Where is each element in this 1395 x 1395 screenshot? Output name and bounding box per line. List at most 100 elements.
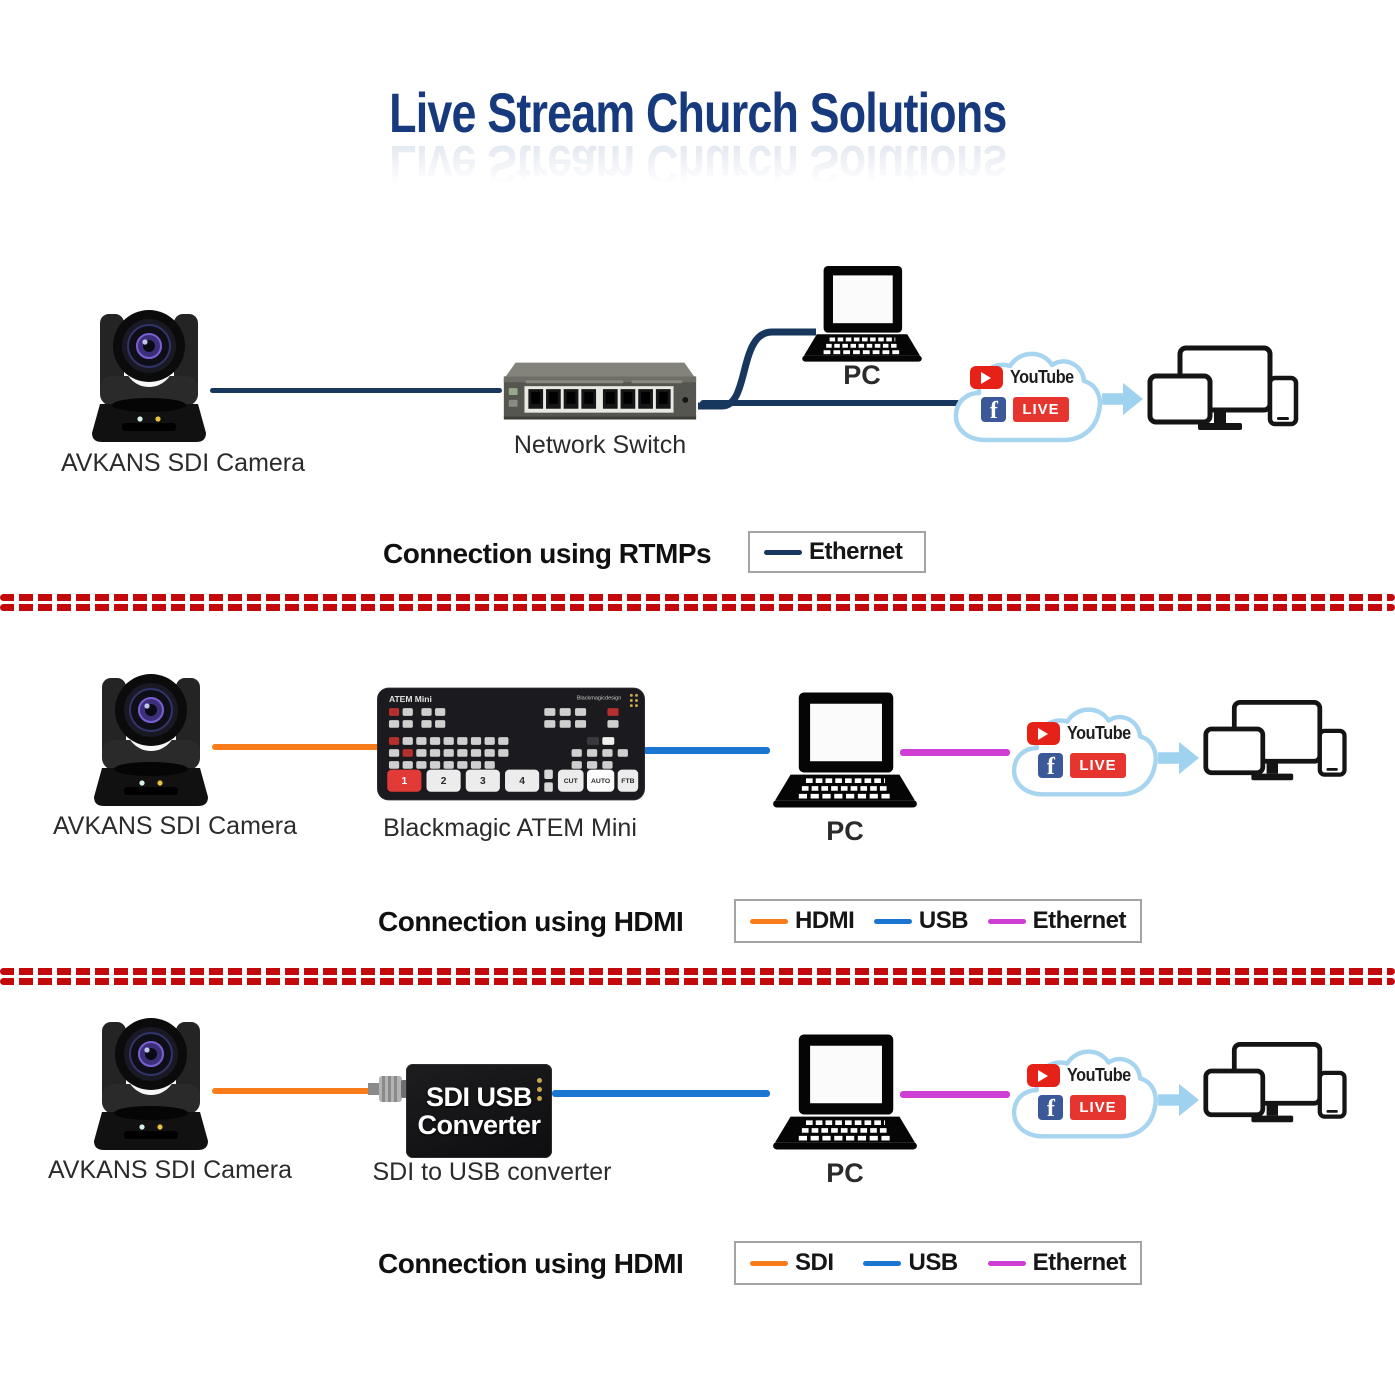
youtube-play-icon <box>1026 722 1060 745</box>
converter-text-line1: SDI USB <box>425 1081 533 1112</box>
hdmi-line <box>212 744 380 750</box>
atem-input-3: 3 <box>480 776 486 787</box>
section-divider <box>0 594 1395 611</box>
legend-swatch <box>764 549 802 555</box>
atem-brand: Blackmagicdesign <box>577 696 622 702</box>
section-divider <box>0 968 1395 985</box>
converter-led <box>537 1087 542 1092</box>
page-title-reflection: Live Stream Church Solutions <box>388 134 1007 197</box>
pc-laptop-icon <box>768 690 922 814</box>
youtube-logo: YouTube <box>1026 722 1138 745</box>
youtube-wordmark: YouTube <box>1066 723 1131 743</box>
pc-label: PC <box>826 816 864 846</box>
page-title-text: Live Stream Church Solutions <box>388 81 1007 144</box>
legend-swatch <box>863 1260 902 1266</box>
youtube-logo: YouTube <box>1026 1064 1138 1087</box>
converter-text-line2: Converter <box>417 1110 541 1140</box>
facebook-f-icon: f <box>981 397 1007 422</box>
streaming-cloud: YouTube f LIVE <box>1006 1038 1158 1156</box>
section-heading: Connection using HDMI <box>378 1248 684 1279</box>
legend-label: SDI <box>795 1249 834 1276</box>
atem-input-4: 4 <box>519 776 525 787</box>
pc-laptop-icon <box>798 264 926 367</box>
legend-item: USB <box>873 907 969 935</box>
youtube-play-icon <box>1026 1064 1060 1087</box>
ethernet-line <box>700 400 960 406</box>
facebook-live-logo: f LIVE <box>1038 1095 1126 1120</box>
atem-label: Blackmagic ATEM Mini <box>383 814 637 842</box>
ptz-camera-icon <box>84 302 214 447</box>
section-heading: Connection using RTMPs <box>383 538 712 569</box>
usb-line <box>552 1090 770 1097</box>
legend-label: USB <box>918 907 969 934</box>
network-switch-label: Network Switch <box>513 431 687 459</box>
section-heading: Connection using HDMI <box>378 906 684 937</box>
viewer-devices-icon <box>1202 698 1354 798</box>
ethernet-curve-line <box>698 328 816 410</box>
converter-led <box>537 1078 542 1083</box>
camera-label: AVKANS SDI Camera <box>60 449 306 477</box>
atem-cut-button: CUT <box>564 778 579 785</box>
legend-swatch <box>750 1260 788 1266</box>
sdi-usb-converter-icon: SDI USB Converter <box>406 1064 552 1158</box>
legend-item: USB <box>863 1249 958 1277</box>
ethernet-magenta-line <box>900 1091 1010 1098</box>
viewer-devices-icon <box>1202 1040 1354 1140</box>
legend-item: Ethernet <box>987 1249 1127 1277</box>
legend-label: Ethernet <box>809 538 903 565</box>
sdi-line <box>212 1088 372 1094</box>
streaming-cloud: YouTube f LIVE <box>948 340 1102 460</box>
pc-label: PC <box>843 360 881 390</box>
right-arrow-icon <box>1158 739 1200 777</box>
camera-label: AVKANS SDI Camera <box>52 812 298 840</box>
atem-input-2: 2 <box>441 776 447 787</box>
youtube-logo: YouTube <box>969 366 1081 389</box>
legend-box: HDMI USB Ethernet <box>734 899 1142 943</box>
streaming-cloud: YouTube f LIVE <box>1006 696 1158 814</box>
pc-laptop-icon <box>768 1032 922 1156</box>
legend-swatch <box>987 918 1026 924</box>
atem-ftb-button: FTB <box>621 778 634 785</box>
live-badge: LIVE <box>1013 397 1069 422</box>
legend-swatch <box>873 918 912 924</box>
usb-line <box>643 747 770 754</box>
legend-label: Ethernet <box>1032 907 1127 934</box>
legend-swatch <box>750 918 788 924</box>
legend-item: HDMI <box>750 907 855 935</box>
viewer-devices-icon <box>1146 344 1306 448</box>
ptz-camera-icon <box>86 1010 216 1155</box>
facebook-live-logo: f LIVE <box>981 397 1069 422</box>
live-badge: LIVE <box>1070 1095 1126 1120</box>
pc-label: PC <box>826 1158 864 1188</box>
atem-title: ATEM Mini <box>389 694 432 704</box>
legend-box: SDI USB Ethernet <box>734 1241 1142 1285</box>
ethernet-magenta-line <box>900 749 1010 756</box>
atem-mini-icon: ATEM Mini Blackmagicdesign <box>377 687 645 801</box>
ptz-camera-icon <box>86 666 216 811</box>
legend-item: Ethernet <box>987 907 1127 935</box>
network-switch-icon <box>496 356 702 434</box>
youtube-wordmark: YouTube <box>1066 1065 1131 1085</box>
page-title: Live Stream Church Solutions <box>0 80 1395 145</box>
camera-label: AVKANS SDI Camera <box>47 1156 293 1184</box>
atem-input-1: 1 <box>401 776 407 787</box>
atem-auto-button: AUTO <box>591 778 611 785</box>
legend-swatch <box>987 1260 1026 1266</box>
live-badge: LIVE <box>1070 753 1126 778</box>
converter-led <box>537 1096 542 1101</box>
ethernet-line <box>210 388 502 393</box>
legend-item: Ethernet <box>764 538 903 566</box>
legend-label: USB <box>908 1249 958 1276</box>
facebook-live-logo: f LIVE <box>1038 753 1126 778</box>
facebook-f-icon: f <box>1038 1095 1064 1120</box>
legend-label: Ethernet <box>1032 1249 1127 1276</box>
converter-label: SDI to USB converter <box>372 1158 612 1186</box>
right-arrow-icon <box>1102 380 1144 418</box>
legend-box: Ethernet <box>748 531 926 573</box>
legend-item: SDI <box>750 1249 834 1277</box>
youtube-wordmark: YouTube <box>1009 367 1074 387</box>
youtube-play-icon <box>969 366 1003 389</box>
legend-label: HDMI <box>795 907 855 934</box>
right-arrow-icon <box>1158 1081 1200 1119</box>
